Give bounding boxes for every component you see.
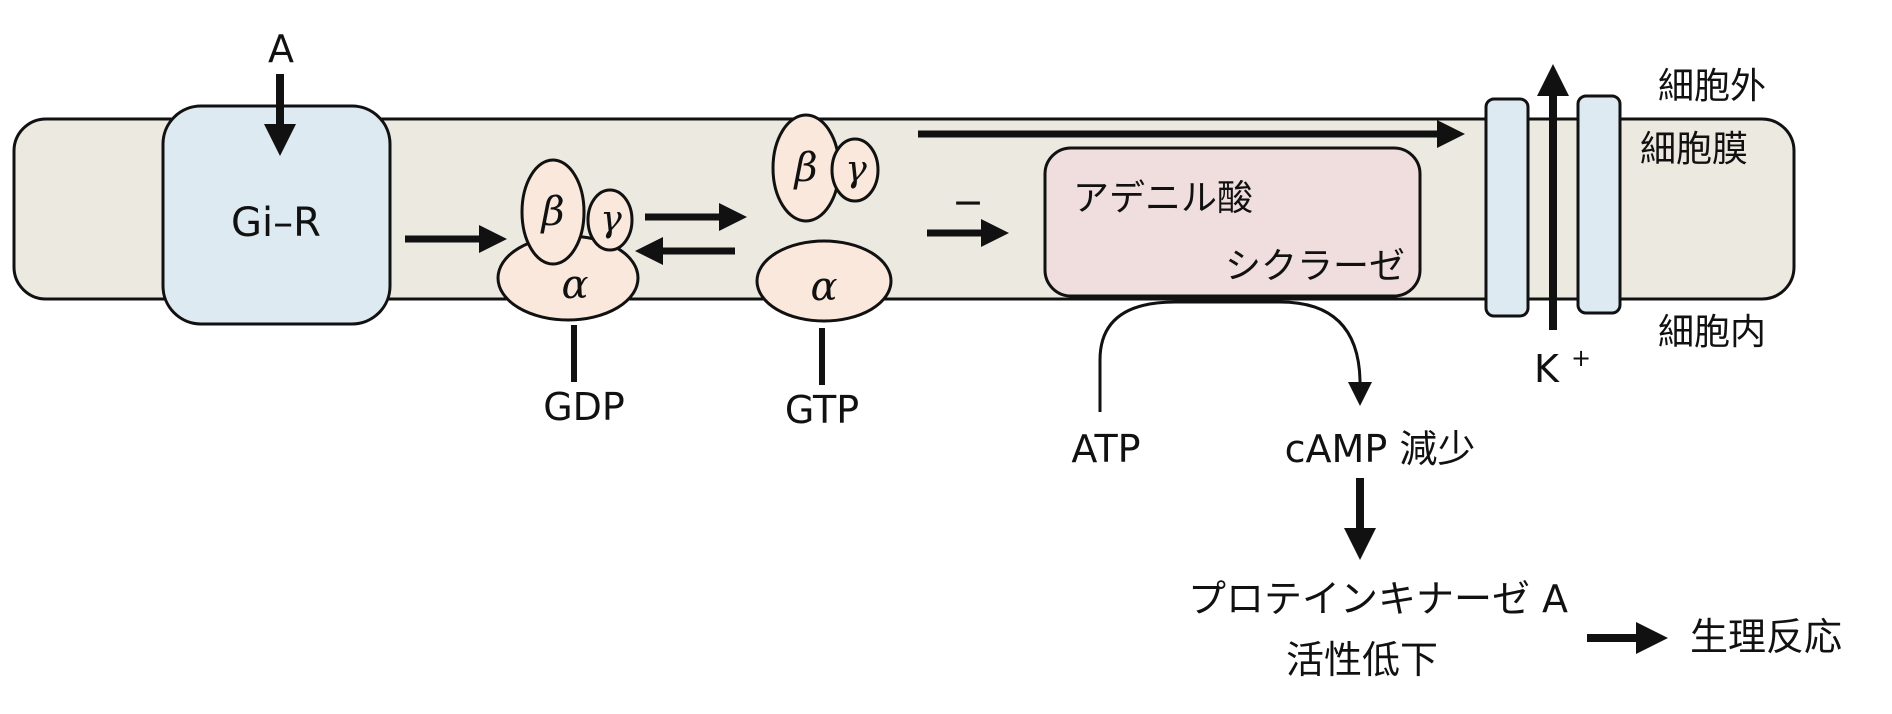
- g-protein-inactive: β γ α GDP: [496, 158, 640, 429]
- atp-label: ATP: [1071, 427, 1140, 471]
- receptor-label: Gi–R: [231, 200, 321, 246]
- adenylate-cyclase: [1043, 146, 1422, 298]
- beta-label: β: [539, 189, 564, 235]
- potassium-symbol: K: [1534, 347, 1560, 391]
- alpha-label: α: [561, 262, 588, 308]
- gamma-subunit: [586, 188, 634, 252]
- potassium-label: K +: [1534, 344, 1591, 391]
- membrane-label: 細胞膜: [1640, 129, 1748, 170]
- beta-label: β: [792, 145, 817, 191]
- extracellular-label: 細胞外: [1658, 66, 1766, 107]
- atp-to-camp-arrow: [1098, 300, 1372, 412]
- potassium-charge: +: [1571, 344, 1591, 372]
- gamma-label: γ: [845, 149, 867, 190]
- pka-label-line2: 活性低下: [1286, 638, 1438, 682]
- alpha-label: α: [810, 264, 837, 310]
- inhibition-sign: −: [952, 180, 984, 224]
- adenylate-cyclase-label-line2: シクラーゼ: [1225, 246, 1405, 287]
- pka-label-line1: プロテインキナーゼ A: [1188, 577, 1568, 621]
- k-channel-right: [1576, 94, 1622, 315]
- gamma-subunit: [830, 137, 880, 203]
- camp-label: cAMP 減少: [1285, 427, 1476, 471]
- adenylate-cyclase-label-line1: アデニル酸: [1073, 178, 1253, 219]
- gdp-label: GDP: [543, 385, 625, 429]
- alpha-subunit: [755, 239, 893, 323]
- intracellular-label: 細胞内: [1658, 312, 1766, 353]
- response-label: 生理反応: [1690, 615, 1842, 659]
- g-protein-active: β γ α GTP: [755, 113, 893, 432]
- ligand-label: A: [268, 27, 294, 71]
- gamma-label: γ: [600, 199, 622, 240]
- beta-subunit: [520, 158, 586, 266]
- k-channel-left: [1484, 97, 1530, 318]
- gtp-label: GTP: [785, 388, 859, 432]
